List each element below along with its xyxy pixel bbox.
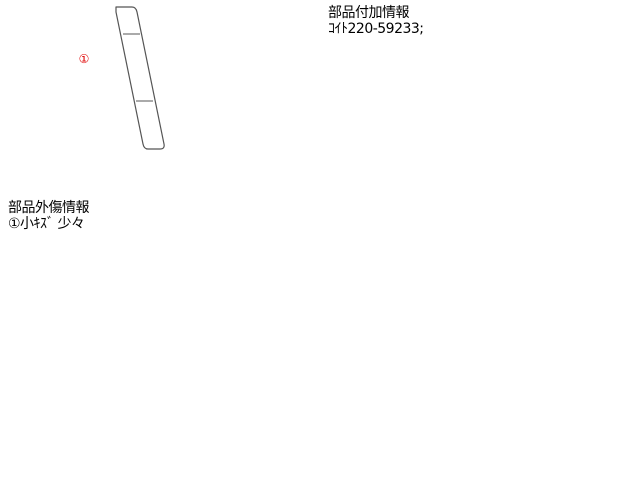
- part-outline: [115, 6, 165, 150]
- additional-info-heading: 部品付加情報: [328, 5, 409, 21]
- damage-info-heading: 部品外傷情報: [8, 200, 90, 216]
- damage-info-block: 部品外傷情報 ①小ｷｽﾞ 少々: [8, 200, 90, 232]
- damage-info-detail: ①小ｷｽﾞ 少々: [8, 216, 85, 232]
- damage-marker-1: ①: [78, 52, 90, 66]
- additional-info-code: ｺｲﾄ220-59233;: [328, 21, 424, 37]
- additional-info-block: 部品付加情報 ｺｲﾄ220-59233;: [328, 5, 424, 37]
- part-outline-drawing: [115, 6, 165, 150]
